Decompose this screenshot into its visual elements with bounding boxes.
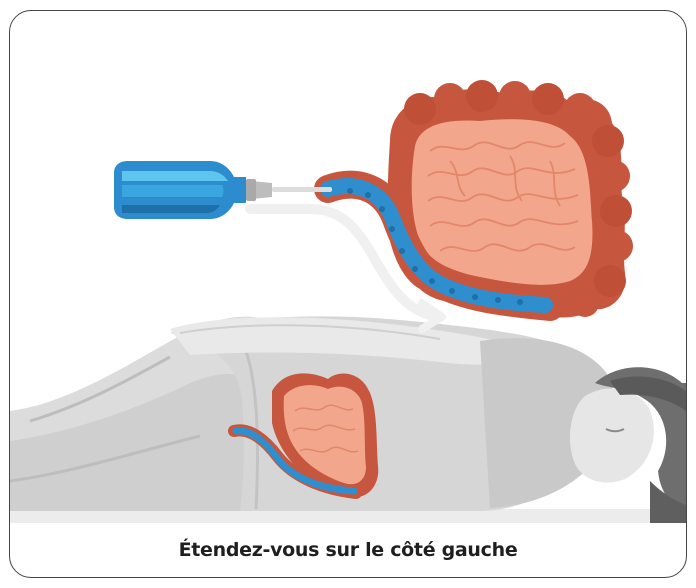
caption-text: Étendez-vous sur le côté gauche: [10, 539, 686, 561]
large-intestine-icon: [328, 80, 633, 318]
illustration-card: Étendez-vous sur le côté gauche: [9, 10, 687, 578]
scene-illustration: [10, 11, 686, 577]
